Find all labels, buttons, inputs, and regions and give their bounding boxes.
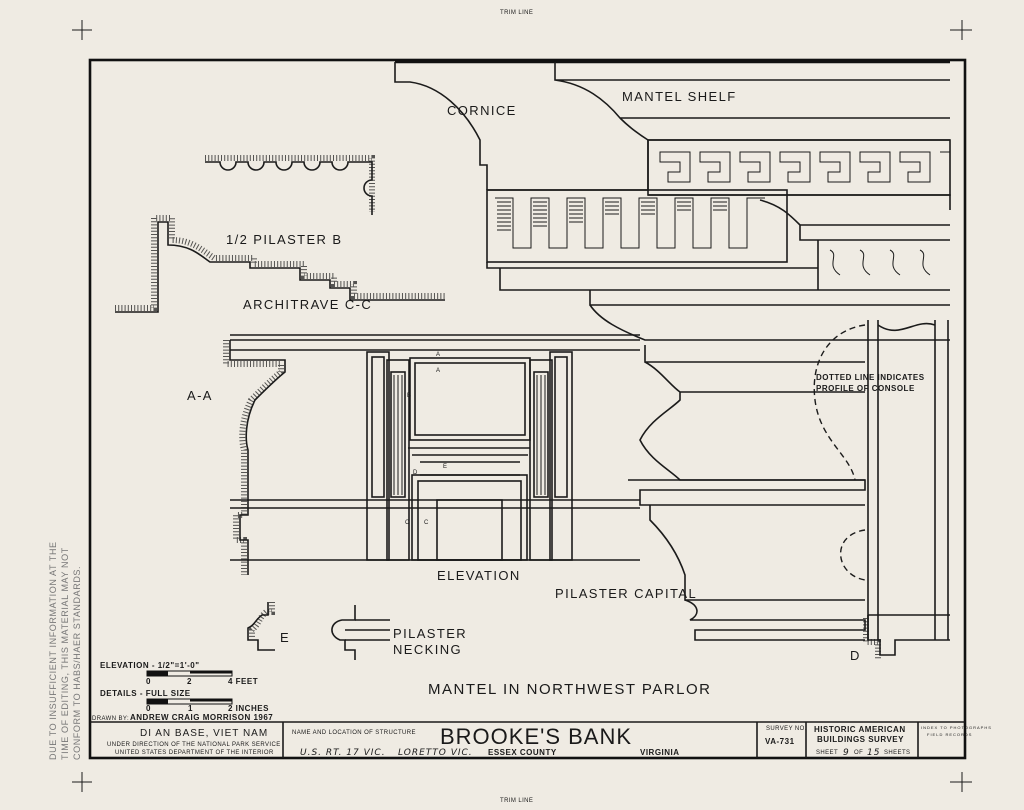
label-cornice: CORNICE [447,103,517,118]
svg-text:DETAILS - FULL SIZE: DETAILS - FULL SIZE [100,689,191,698]
console-note-2: PROFILE OF CONSOLE [816,384,915,393]
svg-text:C: C [405,520,410,526]
agency-1: UNDER DIRECTION OF THE NATIONAL PARK SER… [107,742,281,748]
rope-moulding [829,249,931,276]
svg-text:A: A [436,368,440,374]
label-section-d: D [850,648,861,663]
survey-no: VA-731 [765,737,795,746]
drawn-by-label: DRAWN BY: [92,716,129,722]
sheet-border [88,58,967,760]
sheet-number: SHEET 9 OF 15 SHEETS [816,748,910,758]
svg-text:9: 9 [843,748,850,758]
survey-name-1: HISTORIC AMERICAN [814,725,906,734]
survey-no-label: SURVEY NO. [766,726,807,732]
svg-text:1: 1 [188,704,193,713]
section-e-profile [247,602,275,651]
state: VIRGINIA [640,748,680,757]
pilaster-necking-profile [331,605,390,660]
label-pilaster-necking-1: PILASTER [393,626,467,641]
svg-text:2 INCHES: 2 INCHES [228,704,269,713]
svg-text:D: D [413,470,418,476]
elevation-scale: ELEVATION - 1/2"=1'-0" 0 2 4 FEET [100,661,258,686]
console-note-1: DOTTED LINE INDICATES [816,373,925,382]
cornice-profile [394,60,951,210]
label-section-e: E [280,630,290,645]
title-block-dividers [282,722,919,758]
label-pilaster-capital: PILASTER CAPITAL [555,586,697,601]
svg-text:TIME OF EDITING, THIS MATERIAL: TIME OF EDITING, THIS MATERIAL MAY NOT [60,547,70,760]
svg-text:0: 0 [146,704,151,713]
svg-text:ELEVATION - 1/2"=1'-0": ELEVATION - 1/2"=1'-0" [100,661,200,670]
architrave-profile [115,215,445,313]
office: DI AN BASE, VIET NAM [140,728,268,739]
console-dotted-profile [813,324,866,581]
label-section-a-a: A-A [187,388,213,403]
fret-band [486,189,950,290]
sheet-title: MANTEL IN NORTHWEST PARLOR [428,681,711,698]
copy-note-1: INDEX TO PHOTOGRAPHS [921,725,992,730]
svg-text:15: 15 [867,748,880,758]
svg-text:DUE TO INSUFFICIENT INFORMATIO: DUE TO INSUFFICIENT INFORMATION AT THE [48,541,58,760]
side-note: DUE TO INSUFFICIENT INFORMATION AT THE T… [48,541,82,760]
label-architrave: ARCHITRAVE C-C [243,297,372,312]
greek-key-band [647,139,951,196]
corner-marks [72,20,972,792]
mantel-elevation [230,334,640,561]
location-road: U.S. RT. 17 VIC. [300,748,386,758]
svg-text:B: B [407,393,411,399]
elevation-section-marks: A A B E D C C [405,352,447,526]
name-caption: NAME AND LOCATION OF STRUCTURE [292,730,416,736]
label-pilaster-b: 1/2 PILASTER B [226,232,342,247]
trim-line-bottom: TRIM LINE [500,798,533,804]
svg-text:CONFORM TO HABS/HAER STANDARDS: CONFORM TO HABS/HAER STANDARDS. [72,566,82,760]
svg-text:SHEET: SHEET [816,750,838,756]
svg-text:0: 0 [146,677,151,686]
bed-mould-profile [486,262,950,341]
label-elevation: ELEVATION [437,568,521,583]
svg-text:E: E [443,464,447,470]
svg-text:A: A [436,352,440,358]
section-a-a-profile [223,340,286,575]
details-scale: DETAILS - FULL SIZE 0 1 2 INCHES [100,689,269,713]
svg-text:4 FEET: 4 FEET [228,677,258,686]
svg-text:2: 2 [187,677,192,686]
pilaster-capital-profile [628,320,949,641]
agency-2: UNITED STATES DEPARTMENT OF THE INTERIOR [115,750,274,756]
svg-text:OF: OF [854,750,863,756]
copy-note-2: FIELD RECORDS [927,732,972,737]
survey-name-2: BUILDINGS SURVEY [817,735,904,744]
label-mantel-shelf: MANTEL SHELF [622,89,737,104]
location-town: LORETTO VIC. [398,748,473,758]
drawn-by: ANDREW CRAIG MORRISON 1967 [130,713,273,722]
section-d [863,614,950,660]
svg-text:SHEETS: SHEETS [884,750,910,756]
trim-line-top: TRIM LINE [500,10,533,16]
svg-text:C: C [424,520,429,526]
pilaster-b-profile [205,155,375,215]
county: ESSEX COUNTY [488,748,557,757]
label-pilaster-necking-2: NECKING [393,642,462,657]
structure-name: BROOKE'S BANK [440,724,632,749]
